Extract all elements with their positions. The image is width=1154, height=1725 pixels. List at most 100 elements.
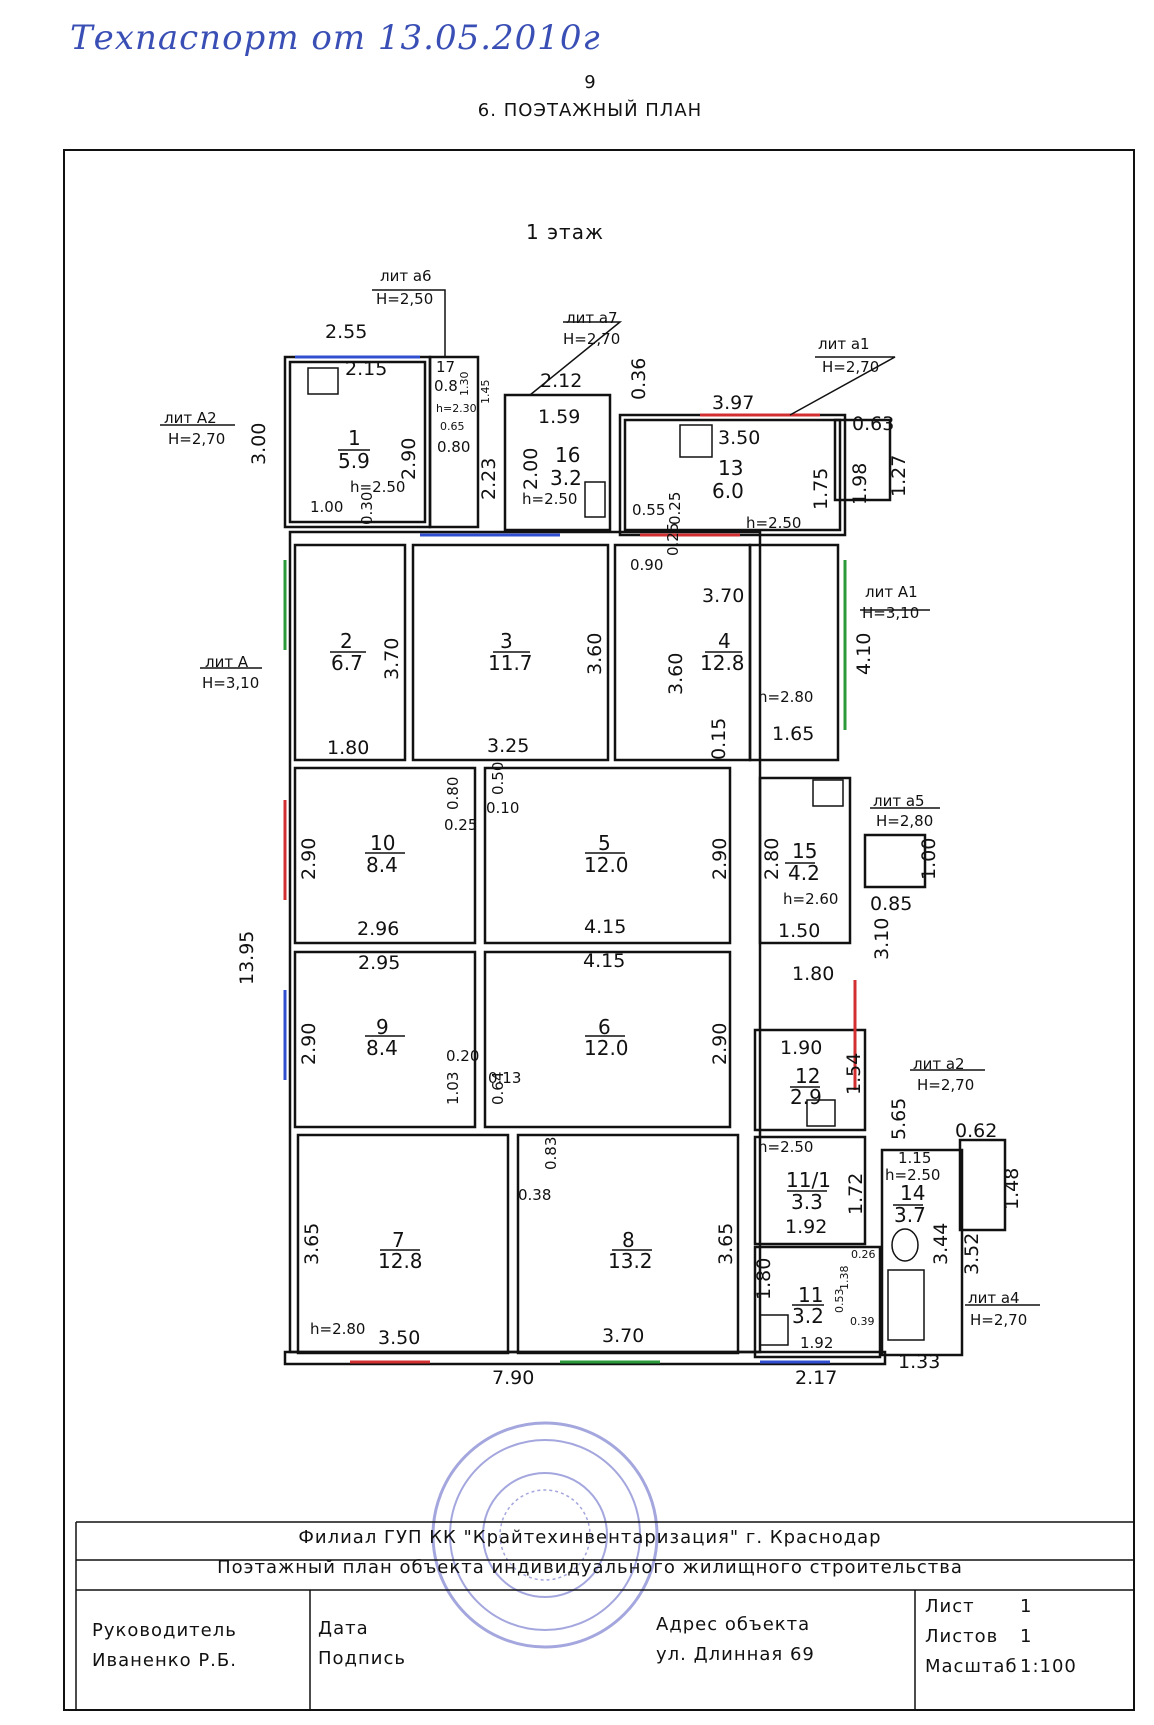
dim-0-39: 0.39 [850,1315,875,1328]
wing-A2-h: H=2,70 [168,430,225,448]
room-13-area: 6.0 [712,479,744,503]
dim-2-00: 2.00 [520,448,542,490]
dim-0-63: 0.63 [852,413,894,435]
room-13-number: 13 [718,456,743,480]
wing-A1-h: H=3,10 [862,604,919,622]
wing-a4-lit: лит а4 [968,1289,1020,1307]
dim-3-60-a: 3.60 [584,633,606,675]
dim-5-65: 5.65 [888,1098,910,1140]
dim-2-90-c: 2.90 [709,838,731,880]
page-number: 9 [584,72,596,93]
dim-0-62: 0.62 [955,1120,997,1142]
room-7-area: 12.8 [378,1249,423,1273]
dim-2-23: 2.23 [478,458,500,500]
section-title: 6. ПОЭТАЖНЫЙ ПЛАН [477,100,703,121]
dim-3-25: 3.25 [487,735,529,757]
dim-1-80-c: 1.80 [753,1258,775,1300]
room-6-area: 12.0 [584,1036,629,1060]
room-14-number: 14 [900,1181,925,1205]
sheet-label: Лист [925,1596,975,1617]
dim-1-00: 1.00 [310,498,343,516]
wing-a6-h: H=2,50 [376,290,433,308]
dim-2-90-b: 2.90 [298,838,320,880]
room-1-area: 5.9 [338,449,370,473]
wing-a4-h: H=2,70 [970,1311,1027,1329]
dim-13-95: 13.95 [236,931,258,985]
address-label: Адрес объекта [656,1614,811,1635]
dim-3-52: 3.52 [961,1233,983,1275]
dim-2-90-a: 2.90 [398,438,420,480]
dim-0-20: 0.20 [446,1047,479,1065]
wing-labels: лит а6 H=2,50 лит а7 H=2,70 лит а1 H=2,7… [164,267,1027,1329]
dim-0-26: 0.26 [851,1248,876,1261]
room-3-area: 11.7 [488,651,533,675]
room-5-number: 5 [598,831,611,855]
wing-a2-lit: лит а2 [913,1055,965,1073]
dim-3-00: 3.00 [248,423,270,465]
windows [283,355,857,1364]
room-2-number: 2 [340,629,353,653]
room-11-number: 11 [798,1283,823,1307]
room-10-number: 10 [370,831,395,855]
dim-1-90: 1.90 [780,1037,822,1059]
sheets-value: 1 [1020,1626,1033,1647]
dim-1-98: 1.98 [849,463,871,505]
walls [283,355,1007,1366]
head-label: Руководитель [92,1620,237,1641]
dim-0-85: 0.85 [870,893,912,915]
dim-1-50: 1.50 [778,920,820,942]
dim-1-92-b: 1.92 [800,1334,833,1352]
room-1-height: h=2.50 [350,478,405,496]
sign-label: Подпись [318,1648,406,1669]
doc-title: Поэтажный план объекта индивидуального ж… [217,1557,963,1578]
dim-3-50: 3.50 [718,427,760,449]
dim-0-10: 0.10 [486,799,519,817]
org-name: Филиал ГУП КК "Крайтехинвентаризация" г.… [298,1527,882,1548]
dimension-labels: 2.55 2.15 3.00 2.90 1.00 0.30 1.45 1.30 … [236,321,1023,1389]
title-block [75,1521,1134,1710]
room-3-number: 3 [500,629,513,653]
room-7-height: h=2.80 [310,1320,365,1338]
room-12-number: 12 [795,1064,820,1088]
scale-value: 1:100 [1020,1656,1077,1677]
room-12-area: 2.9 [790,1085,822,1109]
seal-stamp [431,1421,659,1649]
wing-a7-h: H=2,70 [563,330,620,348]
dim-4-15-b: 4.15 [583,950,625,972]
room-2-area: 6.7 [331,651,363,675]
room-4-height: h=2.80 [758,688,813,706]
dim-3-65-b: 3.65 [715,1223,737,1265]
room-17-number: 17 [436,358,455,376]
dim-2-95: 2.95 [358,952,400,974]
wing-A2-lit: лит А2 [164,409,217,427]
room-1-number: 1 [348,426,361,450]
dim-1-45: 1.45 [479,380,492,405]
room-8-area: 13.2 [608,1249,653,1273]
room-16-number: 16 [555,443,580,467]
sheet-frame [63,149,1135,1711]
dim-1-30: 1.30 [458,372,471,397]
dim-2-17: 2.17 [795,1367,837,1389]
dim-1-54: 1.54 [843,1053,865,1095]
room-9-number: 9 [376,1015,389,1039]
handwritten-note: Техпаспорт от 13.05.2010г [70,18,601,58]
wing-a6-lit: лит а6 [380,267,432,285]
dim-0-25-a: 0.25 [666,492,684,525]
room-4-area: 12.8 [700,651,745,675]
room-15-area: 4.2 [788,861,820,885]
dim-0-55: 0.55 [632,501,665,519]
dim-0-38: 0.38 [518,1186,551,1204]
dim-0-53: 0.53 [833,1289,846,1314]
room-11-1-area: 3.3 [791,1190,823,1214]
room-11-1-number: 11/1 [786,1168,831,1192]
dim-3-10: 3.10 [871,918,893,960]
room-7-number: 7 [392,1228,405,1252]
wing-a1-h: H=2,70 [822,358,879,376]
room-16-height: h=2.50 [522,490,577,508]
room-11-area: 3.2 [792,1304,824,1328]
dim-4-15-a: 4.15 [584,916,626,938]
dim-1-48: 1.48 [1001,1168,1023,1210]
wing-a1-lit: лит а1 [818,335,870,353]
dim-0-90: 0.90 [630,556,663,574]
dim-3-97: 3.97 [712,392,754,414]
